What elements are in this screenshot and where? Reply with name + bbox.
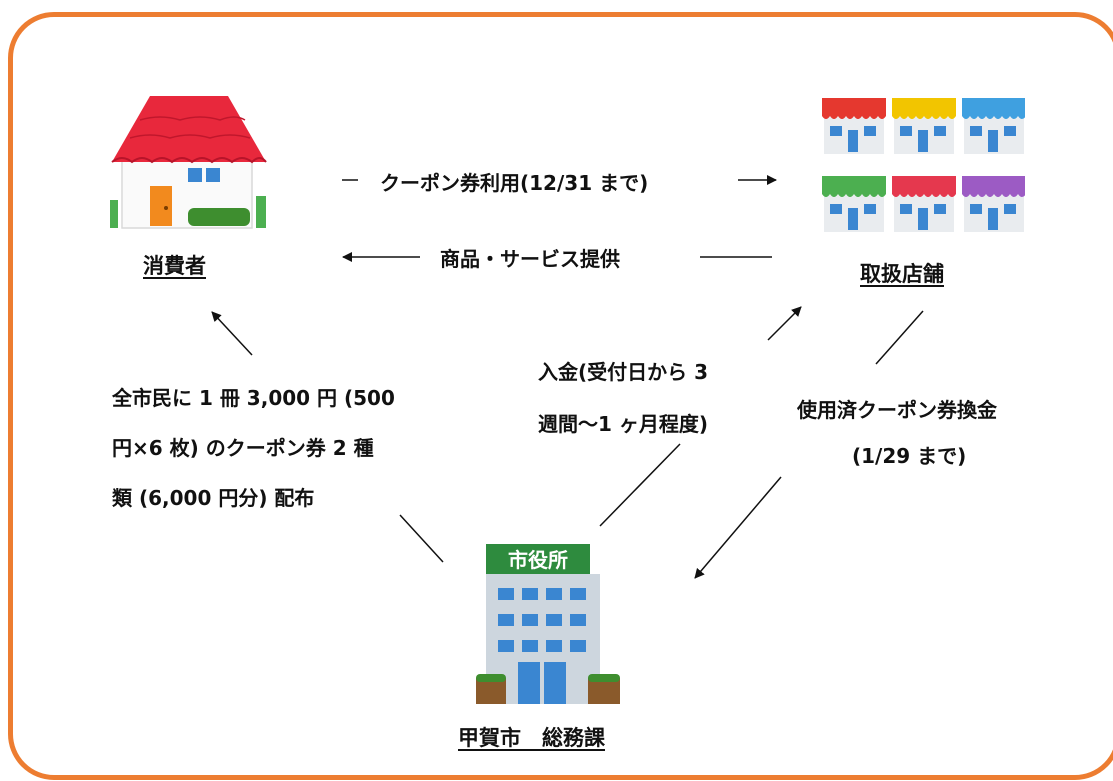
distribute-arrow <box>211 311 253 356</box>
house-icon <box>110 96 267 229</box>
consumer-label: 消費者 <box>143 254 206 278</box>
shop-6 <box>962 176 1025 232</box>
payment-arrow <box>767 306 802 341</box>
distribute-label-line1: 全市民に 1 冊 3,000 円 (500 <box>112 386 395 410</box>
shop-5 <box>892 176 956 232</box>
city-hall-icon: 市役所 <box>476 544 620 704</box>
diagram-frame <box>8 12 1113 780</box>
city-hall-sign: 市役所 <box>508 548 568 572</box>
payment-label-line1: 入金(受付日から 3 <box>538 360 709 384</box>
exchange-label-line2: (1/29 まで) <box>852 444 967 468</box>
distribute-label-line3: 類 (6,000 円分) 配布 <box>112 486 315 510</box>
stores-label: 取扱店舗 <box>860 262 944 286</box>
goods-label: 商品・サービス提供 <box>440 247 620 271</box>
shop-3 <box>962 98 1025 154</box>
distribute-line-lower <box>399 514 444 563</box>
shop-4 <box>822 176 886 232</box>
shop-2 <box>892 98 956 154</box>
payment-label-line2: 週間〜1 ヶ月程度) <box>538 412 709 436</box>
city-hall-label: 甲賀市 総務課 <box>458 726 605 750</box>
stores-icon <box>822 98 1025 232</box>
shop-1 <box>822 98 886 154</box>
payment-line-lower <box>599 443 681 527</box>
distribute-label-line2: 円×6 枚) のクーポン券 2 種 <box>112 436 374 460</box>
exchange-label-line1: 使用済クーポン券換金 <box>797 398 997 422</box>
exchange-arrow <box>694 476 782 579</box>
exchange-line-upper <box>875 310 924 365</box>
coupon-use-label: クーポン券利用(12/31 まで) <box>380 171 649 195</box>
